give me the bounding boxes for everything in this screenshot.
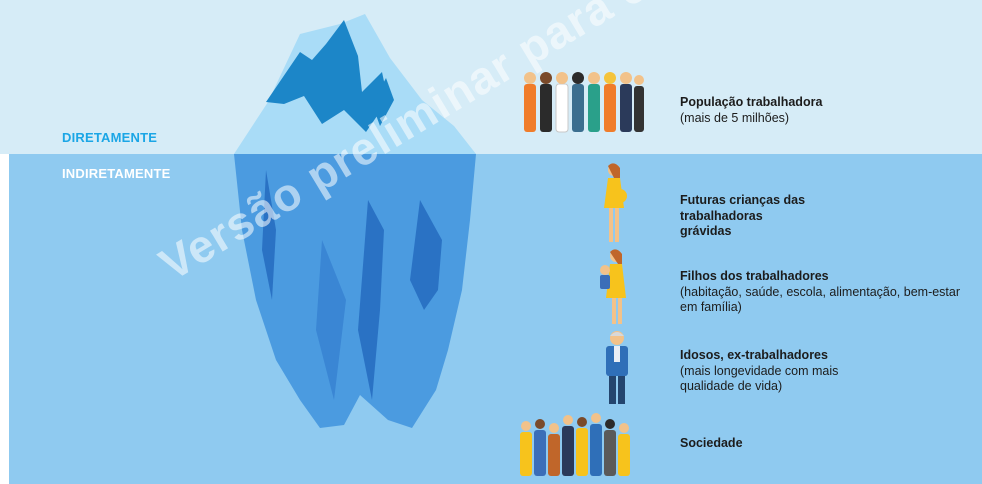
workers-group-icon	[524, 72, 644, 133]
iceberg-underwater-shadow-4	[316, 240, 346, 400]
item-title: Sociedade	[680, 436, 743, 450]
item-working-population: População trabalhadora (mais de 5 milhõe…	[680, 95, 970, 126]
item-title: Idosos, ex-trabalhadores	[680, 348, 828, 362]
item-elderly: Idosos, ex-trabalhadores (mais longevida…	[680, 348, 890, 395]
iceberg-tip-shadow-small	[372, 78, 394, 126]
iceberg-underwater-shadow-1	[262, 170, 276, 300]
item-detail: (habitação, saúde, escola, alimentação, …	[680, 284, 961, 315]
item-title: Filhos dos trabalhadores	[680, 269, 829, 283]
item-workers-children: Filhos dos trabalhadores (habitação, saú…	[680, 269, 970, 316]
item-title: População trabalhadora	[680, 95, 823, 109]
iceberg-underwater-shadow-3	[410, 200, 442, 310]
sea-background	[9, 154, 982, 484]
item-society: Sociedade	[680, 436, 970, 452]
pregnant-woman-icon	[604, 163, 627, 242]
label-direct: DIRETAMENTE	[62, 130, 158, 145]
iceberg-underwater	[234, 154, 476, 428]
iceberg-tip-shadow	[266, 20, 388, 132]
item-title: Futuras crianças das trabalhadoras grávi…	[680, 193, 806, 238]
item-future-children: Futuras crianças das trabalhadoras grávi…	[680, 193, 810, 240]
crowd-icon	[520, 413, 630, 476]
mother-child-icon	[600, 249, 626, 324]
elderly-man-icon	[606, 331, 628, 404]
item-detail: (mais de 5 milhões)	[680, 110, 790, 125]
iceberg-underwater-shadow-2	[358, 200, 384, 400]
sky-background	[0, 0, 982, 154]
item-detail: (mais longevidade com mais qualidade de …	[680, 363, 839, 394]
label-indirect: INDIRETAMENTE	[62, 166, 171, 181]
